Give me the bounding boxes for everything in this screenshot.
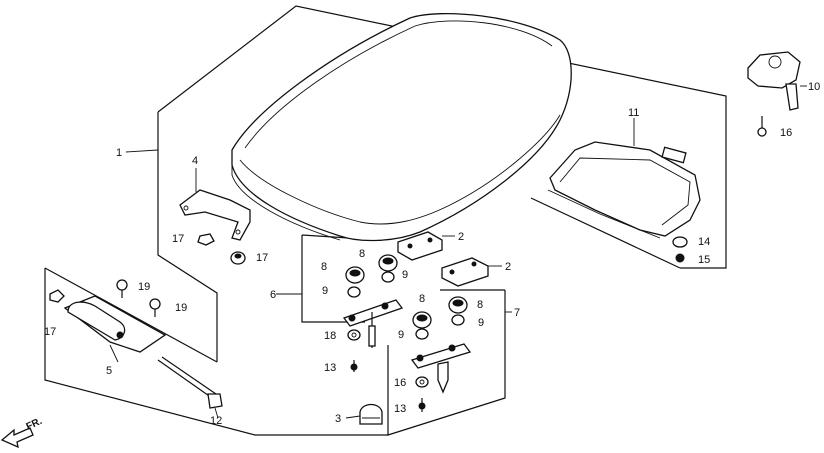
bolt-19a <box>116 279 128 298</box>
label-1: 1 <box>116 147 122 159</box>
screw-16b <box>757 116 767 137</box>
label-7: 7 <box>514 307 520 319</box>
cap-nut <box>359 403 383 425</box>
nut-17a <box>197 233 215 246</box>
label-18: 18 <box>324 330 336 342</box>
collar-8b <box>378 254 398 272</box>
leader-lines <box>109 85 807 419</box>
seat-bracket <box>179 189 251 241</box>
seat-lock <box>747 51 801 111</box>
label-13b: 13 <box>394 403 406 415</box>
label-19b: 19 <box>175 302 187 314</box>
label-19a: 19 <box>138 281 150 293</box>
label-6: 6 <box>270 289 276 301</box>
seat-cushion <box>231 12 572 242</box>
washer-9b <box>381 271 395 283</box>
label-9d: 9 <box>478 317 484 329</box>
label-11: 11 <box>628 107 639 119</box>
label-5: 5 <box>106 365 112 377</box>
label-10: 10 <box>808 81 820 93</box>
hinge-plate-right <box>410 343 472 394</box>
seat-tray <box>547 141 701 239</box>
washer-18 <box>347 329 361 341</box>
front-direction-arrow <box>0 427 34 449</box>
nut-15 <box>675 253 685 263</box>
label-17c: 17 <box>44 326 56 338</box>
long-bolt <box>157 356 223 409</box>
front-arrow-label: FR. <box>25 416 44 433</box>
washer-9c <box>415 328 429 340</box>
label-8b: 8 <box>359 248 365 260</box>
washer-9a <box>347 286 361 298</box>
label-15: 15 <box>698 254 710 266</box>
label-2-lower: 2 <box>505 261 511 273</box>
bolt-13a <box>350 360 358 372</box>
label-9c: 9 <box>398 329 404 341</box>
grommet-17b <box>230 251 246 265</box>
grab-handle <box>63 295 167 353</box>
nut-17c <box>49 289 65 303</box>
washer-9d <box>451 314 465 326</box>
label-8c: 8 <box>419 293 425 305</box>
label-4: 4 <box>192 155 198 167</box>
label-9a: 9 <box>322 285 328 297</box>
collar-8d <box>448 296 468 314</box>
label-17a: 17 <box>172 233 184 245</box>
hinge-plate-left <box>342 299 404 348</box>
hinge-block-lower <box>441 257 489 287</box>
collar-8c <box>412 311 432 329</box>
assembly-boundary <box>44 5 727 436</box>
bolt-19b <box>149 298 161 317</box>
label-3: 3 <box>335 413 341 425</box>
grommet-14 <box>672 236 688 248</box>
label-16a: 16 <box>394 377 406 389</box>
hinge-block-upper <box>397 231 443 261</box>
label-17b: 17 <box>256 252 268 264</box>
label-8a: 8 <box>321 261 327 273</box>
washer-16a <box>415 376 429 388</box>
label-16b: 16 <box>780 127 792 139</box>
label-12: 12 <box>210 415 222 427</box>
label-14: 14 <box>698 236 710 248</box>
collar-8a <box>345 266 365 284</box>
label-8d: 8 <box>477 299 483 311</box>
label-13a: 13 <box>324 362 336 374</box>
label-9b: 9 <box>402 269 408 281</box>
bolt-13b <box>418 398 426 412</box>
label-2-upper: 2 <box>458 231 464 243</box>
